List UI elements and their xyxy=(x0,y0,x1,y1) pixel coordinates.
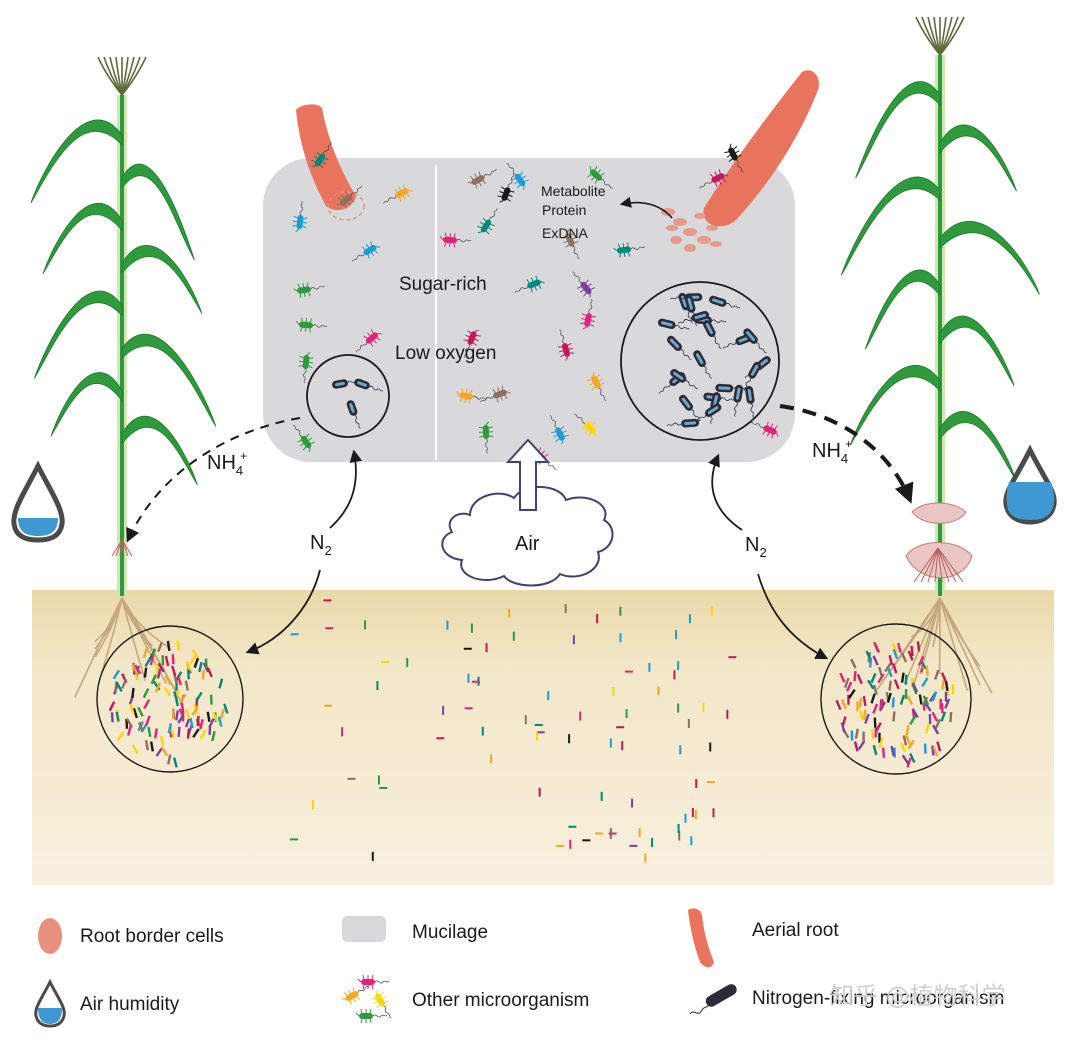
leaf xyxy=(940,221,1039,294)
leaf xyxy=(122,334,216,426)
rhizosphere-microbe xyxy=(132,688,133,698)
rhizosphere-microbe xyxy=(860,698,861,708)
rhizosphere-microbe xyxy=(864,710,865,720)
rhizosphere-microbe xyxy=(950,712,951,722)
n2-left-main: N xyxy=(310,532,324,554)
nh4-right-main: NH xyxy=(812,440,841,462)
rhizosphere-microbe xyxy=(880,699,881,709)
nh4-right-sub: 4 xyxy=(841,451,848,466)
legend-mucilage-icon xyxy=(342,916,386,942)
n2-arrow-right-up xyxy=(712,456,742,530)
secretion-exdna-label: ExDNA xyxy=(542,224,588,243)
leaf xyxy=(841,177,940,275)
legend-nitrogen-fixer-icon xyxy=(690,982,739,1014)
legend-air-humidity-label: Air humidity xyxy=(80,994,179,1016)
aerial-root-whorl-upper xyxy=(912,503,966,523)
rhizosphere-microbe xyxy=(927,666,928,676)
rhizosphere-microbe xyxy=(206,659,207,669)
leaf xyxy=(31,120,122,203)
n2-left-sub: 2 xyxy=(324,543,331,558)
n2-right-main: N xyxy=(745,534,759,556)
leaf xyxy=(122,416,197,485)
rhizosphere-microbe xyxy=(168,641,169,651)
leaf xyxy=(122,245,202,313)
air-label: Air xyxy=(515,533,539,556)
rhizosphere-microbe xyxy=(918,641,919,651)
watermark-text: 知乎 @植物科学 xyxy=(830,976,1006,1011)
n2-right-sub: 2 xyxy=(759,545,766,560)
leaf xyxy=(940,125,1017,191)
low-oxygen-label: Low oxygen xyxy=(395,343,496,365)
rhizosphere-microbe xyxy=(893,698,894,708)
nh4-label-right: NH4+ xyxy=(812,440,855,463)
nh4-right-sup: + xyxy=(845,437,852,451)
air-humidity-high-icon xyxy=(1006,450,1054,522)
leaf xyxy=(856,82,940,179)
legend-air-humidity-icon xyxy=(36,982,65,1026)
rhizosphere-microbe xyxy=(870,658,871,668)
n2-arrow-left-up xyxy=(330,452,356,528)
rhizosphere-microbe xyxy=(188,729,189,739)
leaf xyxy=(940,316,1014,386)
rhizosphere-microbe xyxy=(203,669,204,679)
legend-root-border-cells-label: Root border cells xyxy=(80,926,224,948)
rhizosphere-microbe xyxy=(178,641,179,651)
legend-mucilage-label: Mucilage xyxy=(412,922,488,944)
rhizosphere-microbe xyxy=(889,681,890,691)
soil-layer xyxy=(32,590,1054,885)
other-microbe xyxy=(358,975,389,989)
rhizosphere-microbe xyxy=(179,727,180,737)
rhizosphere-microbe xyxy=(883,748,884,758)
nh4-left-sub: 4 xyxy=(236,463,243,478)
secretion-protein-label: Protein xyxy=(542,201,586,220)
rhizosphere-microbe xyxy=(151,742,153,752)
n2-label-right: N2 xyxy=(745,534,767,557)
rhizosphere-microbe xyxy=(920,695,922,705)
legend-root-border-cells-icon xyxy=(38,918,62,954)
rhizosphere-microbe xyxy=(208,712,210,722)
legend-aerial-root-label: Aerial root xyxy=(752,920,839,942)
nh4-label-left: NH4+ xyxy=(207,452,250,475)
rhizosphere-microbe xyxy=(145,668,146,678)
rhizosphere-microbe xyxy=(854,671,855,681)
leaf xyxy=(34,291,122,379)
rhizosphere-microbe xyxy=(864,696,865,706)
other-microbe xyxy=(369,988,397,1022)
rhizosphere-microbe xyxy=(946,681,947,691)
sugar-rich-label: Sugar-rich xyxy=(399,274,487,296)
nh4-left-sup: + xyxy=(240,449,247,463)
leaf xyxy=(51,373,122,437)
leaf xyxy=(865,270,940,350)
leaf xyxy=(122,164,194,260)
n2-label-left: N2 xyxy=(310,532,332,555)
leaf xyxy=(850,365,940,445)
rhizosphere-microbe xyxy=(112,712,113,722)
rhizosphere-microbe xyxy=(173,654,174,664)
rhizosphere-microbe xyxy=(893,712,894,722)
leaf xyxy=(43,203,122,274)
nh4-left-main: NH xyxy=(207,452,236,474)
legend-other-microorganism-icon xyxy=(340,975,397,1023)
rhizosphere-microbe xyxy=(146,740,148,750)
rhizosphere-microbe xyxy=(176,710,177,720)
rhizosphere-microbe xyxy=(942,680,943,690)
legend-other-microorganism-label: Other microorganism xyxy=(412,990,589,1012)
other-microbe xyxy=(356,1009,387,1023)
air-humidity-low-icon xyxy=(14,466,62,540)
rhizosphere-microbe xyxy=(149,727,151,737)
legend-aerial-root-icon xyxy=(688,908,714,967)
rhizosphere-microbe xyxy=(198,716,199,726)
rhizosphere-microbe xyxy=(155,728,157,738)
rhizosphere-microbe xyxy=(902,673,903,683)
rhizosphere-microbe xyxy=(906,675,907,685)
rhizosphere-microbe xyxy=(912,646,913,656)
secretion-metabolite-label: Metabolite xyxy=(541,182,606,201)
leaf xyxy=(940,411,1016,481)
